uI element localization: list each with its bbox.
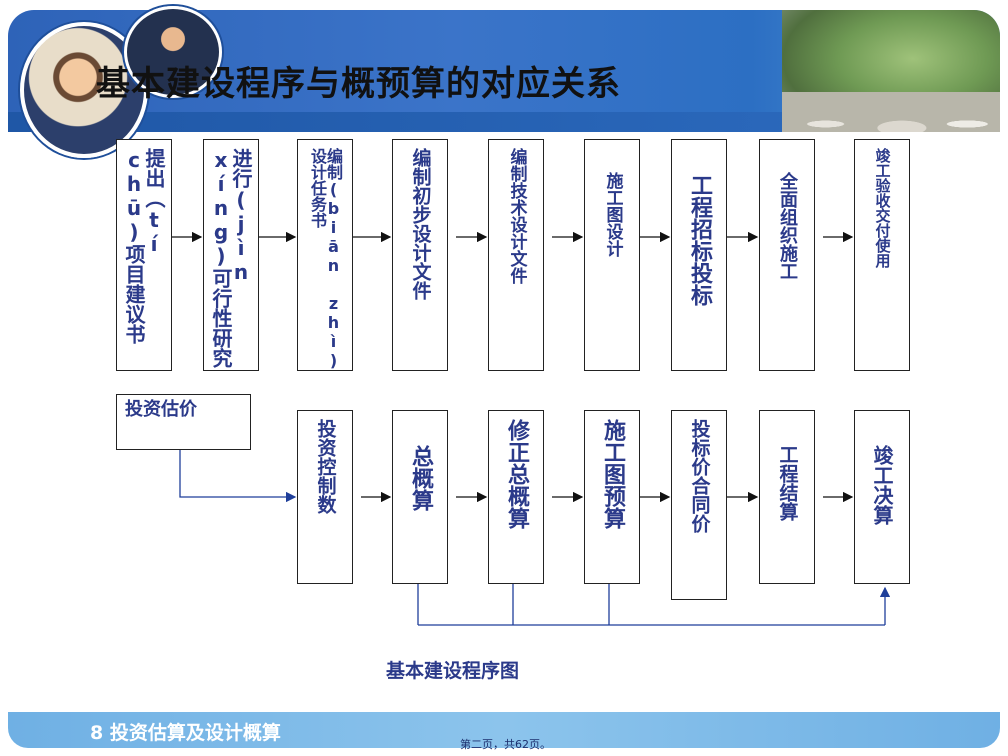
box-investment-control: 投资控制数	[297, 410, 353, 584]
stones-decoration	[782, 92, 1000, 132]
diagram-caption: 基本建设程序图	[386, 660, 520, 682]
footer-section-title: 8 投资估算及设计概算	[90, 722, 281, 744]
box-final-accounts: 竣工决算	[854, 410, 910, 584]
box-revised-budget: 修正总概算	[488, 410, 544, 584]
page-number: 第二页，共62页。	[460, 738, 551, 751]
box-contract-price: 投标价合同价	[671, 410, 727, 600]
box-preliminary-design: 编制初步设计文件	[392, 139, 448, 371]
box-bidding: 工程招标投标	[671, 139, 727, 371]
feedback-bracket	[417, 584, 891, 626]
sprout-photo	[782, 10, 1000, 132]
businessman-photo-small	[124, 6, 222, 98]
box-construction-drawing-budget: 施工图预算	[584, 410, 640, 584]
box-feasibility-study: 进行(jìn xíng)可行性研究	[203, 139, 259, 371]
box-acceptance: 竣工验收交付使用	[854, 139, 910, 371]
box-technical-design: 编制技术设计文件	[488, 139, 544, 371]
header-stripe	[8, 112, 1000, 132]
box-total-budget: 总概算	[392, 410, 448, 584]
box-construction: 全面组织施工	[759, 139, 815, 371]
arrow-estimate-to-control	[179, 450, 297, 503]
box-design-task: 编制(biān zhì)设计任务书	[297, 139, 353, 371]
box-project-settlement: 工程结算	[759, 410, 815, 584]
box-construction-drawing: 施工图设计	[584, 139, 640, 371]
footer-bar	[8, 712, 1000, 748]
box-project-proposal: 提出（tí chū)项目建议书	[116, 139, 172, 371]
box-investment-estimate: 投资估价	[116, 394, 251, 450]
slide-title: 基本建设程序与概预算的对应关系	[96, 64, 621, 104]
